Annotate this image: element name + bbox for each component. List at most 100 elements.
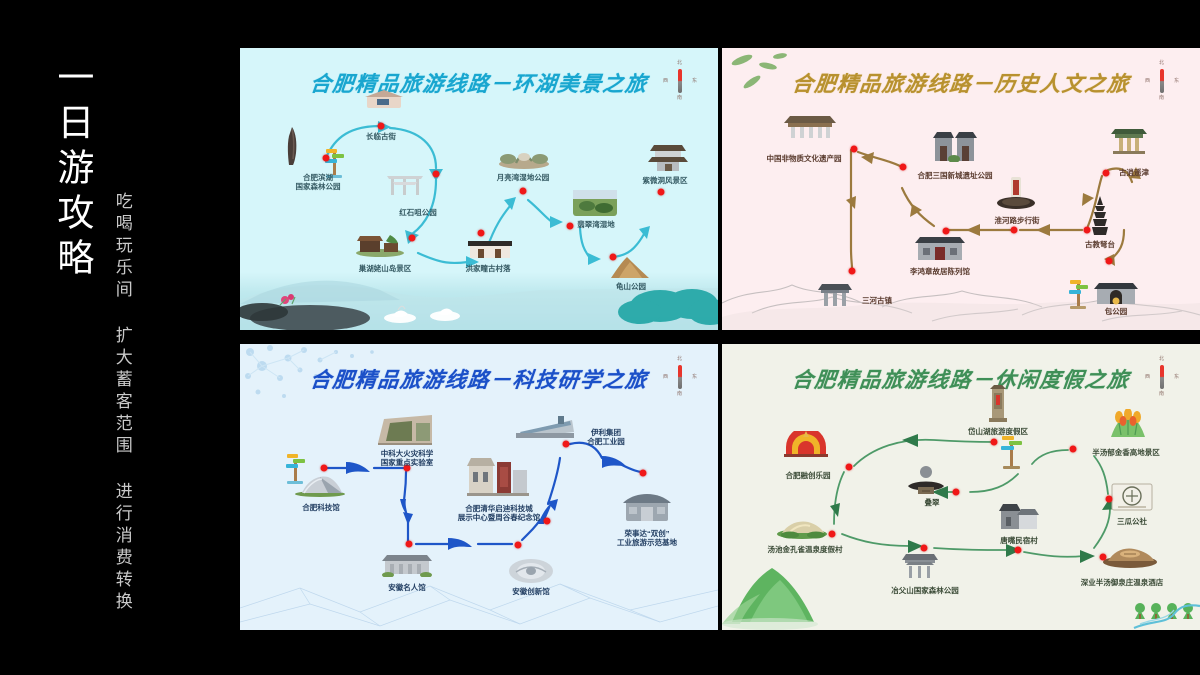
compass-west-label: 西: [1145, 78, 1151, 84]
panel-title: 合肥精品旅游线路－历史人文之旅: [790, 71, 1132, 96]
stop-dot[interactable]: [514, 541, 522, 549]
stop-dot[interactable]: [320, 464, 328, 472]
compass-needle: [1160, 365, 1164, 389]
stop-label: 深业半汤御泉庄温泉酒店: [1080, 578, 1164, 587]
spa-hotel-icon: [1102, 543, 1158, 569]
compass-needle: [678, 69, 682, 93]
compass-needle: [1160, 69, 1164, 93]
stop-dot[interactable]: [1099, 553, 1107, 561]
mansion-icon: [915, 235, 965, 261]
stop-dot[interactable]: [1105, 495, 1113, 503]
pagoda-icon: [1091, 196, 1109, 236]
stop-label: 三河古镇: [862, 296, 892, 305]
village-house-icon: [467, 237, 513, 259]
compass-west-label: 西: [663, 78, 669, 84]
stop-dot[interactable]: [403, 464, 411, 472]
stop-dot[interactable]: [920, 544, 928, 552]
stop-dot[interactable]: [562, 440, 570, 448]
stop-label: 汤池金孔雀温泉度假村: [767, 545, 843, 554]
stop-label: 巢湖姥山岛景区: [358, 264, 412, 273]
greenfield-icon: [573, 190, 617, 216]
stop-label: 合肥滨湖国家森林公园: [295, 173, 341, 192]
pavilion-icon: [646, 140, 690, 172]
panel-title: 合肥精品旅游线路－休闲度假之旅: [790, 367, 1132, 392]
compass-north-label: 北: [677, 60, 683, 66]
stop-dot[interactable]: [1069, 445, 1077, 453]
stop-dot[interactable]: [377, 122, 385, 130]
compass-south-label: 南: [1159, 95, 1165, 101]
panel-title: 合肥精品旅游线路－科技研学之旅: [308, 367, 650, 392]
stop-dot[interactable]: [899, 163, 907, 171]
stop-dot[interactable]: [850, 145, 858, 153]
stop-label: 唐嘴民宿村: [1000, 536, 1038, 545]
celebrity-hall-icon: [380, 551, 434, 577]
stop-dot[interactable]: [639, 469, 647, 477]
stop-label: 岱山湖旅游度假区: [968, 427, 1028, 436]
stop-dot[interactable]: [942, 227, 950, 235]
stop-label: 合肥融创乐园: [785, 471, 831, 480]
compass-rose: 北 南 西 东: [660, 60, 700, 102]
heritage-hall-icon: [782, 113, 838, 139]
stop-label: 翡翠湾湿地: [577, 220, 615, 229]
stop-dot[interactable]: [609, 253, 617, 261]
stop-dot[interactable]: [519, 187, 527, 195]
signpost-icon: [283, 447, 309, 485]
stone-gate-icon: [932, 130, 978, 162]
stop-dot[interactable]: [566, 222, 574, 230]
compass-north-label: 北: [677, 356, 683, 362]
stop-label: 古逍遥津: [1119, 168, 1149, 177]
compass-north-label: 北: [1159, 60, 1165, 66]
compass-north-label: 北: [1159, 356, 1165, 362]
tech-city-icon: [467, 452, 529, 496]
mountain-icon: [609, 253, 651, 279]
stop-dot[interactable]: [543, 517, 551, 525]
stop-dot[interactable]: [1083, 226, 1091, 234]
panel-lake-scenery[interactable]: 合肥精品旅游线路－环湖美景之旅 北 南 西 东: [240, 48, 718, 330]
stop-dot[interactable]: [1014, 546, 1022, 554]
factory-icon: [514, 414, 576, 440]
stop-dot[interactable]: [405, 540, 413, 548]
signpost-icon: [1066, 272, 1092, 310]
stop-label: 合肥三国新城遗址公园: [917, 171, 993, 180]
stop-label: 三瓜公社: [1117, 517, 1147, 526]
compass-south-label: 南: [677, 391, 683, 397]
stop-label: 叠翠: [924, 498, 940, 507]
stop-dot[interactable]: [828, 530, 836, 538]
lake-water-decor: [240, 272, 718, 330]
laboratory-icon: [376, 413, 434, 445]
sidebar: 一日游攻略 吃喝玩乐间 扩大蓄客范围 进行消费转换: [0, 0, 240, 675]
tulip-icon: [1107, 409, 1149, 439]
stop-dot[interactable]: [408, 234, 416, 242]
page-title: 一日游攻略: [51, 58, 93, 283]
ancient-town-icon: [816, 281, 854, 307]
stop-label: 冶父山国家森林公园: [891, 586, 959, 595]
panel-leisure-vacation[interactable]: 合肥精品旅游线路－休闲度假之旅 北 南 西 东: [722, 344, 1200, 630]
signpost-icon: [998, 428, 1026, 470]
panel-science-study[interactable]: 合肥精品旅游线路－科技研学之旅 北 南 西 东: [240, 344, 718, 630]
stop-dot[interactable]: [952, 488, 960, 496]
panel-history-culture[interactable]: 合肥精品旅游线路－历史人文之旅 北 南 西 东: [722, 48, 1200, 330]
molecule-decor: [245, 345, 374, 398]
island-icon: [354, 231, 406, 257]
compass-west-label: 西: [663, 374, 669, 380]
stop-dot[interactable]: [477, 229, 485, 237]
commune-icon: [1110, 482, 1154, 512]
stop-dot[interactable]: [1105, 257, 1113, 265]
stop-dot[interactable]: [990, 438, 998, 446]
compass-needle: [678, 365, 682, 389]
stop-dot[interactable]: [657, 188, 665, 196]
stop-label: 龟山公园: [616, 282, 646, 291]
stop-dot[interactable]: [1102, 169, 1110, 177]
stop-label: 合肥科技馆: [302, 503, 340, 512]
stop-dot[interactable]: [845, 463, 853, 471]
compass-east-label: 东: [1173, 374, 1179, 380]
stop-dot[interactable]: [432, 170, 440, 178]
stop-dot[interactable]: [322, 154, 330, 162]
network-lines-decor: [240, 583, 718, 627]
stop-dot[interactable]: [1010, 226, 1018, 234]
stop-dot[interactable]: [848, 267, 856, 275]
homestay-icon: [997, 501, 1041, 531]
route-panel-grid: 合肥精品旅游线路－环湖美景之旅 北 南 西 东: [240, 48, 1200, 630]
compass-east-label: 东: [1173, 78, 1179, 84]
